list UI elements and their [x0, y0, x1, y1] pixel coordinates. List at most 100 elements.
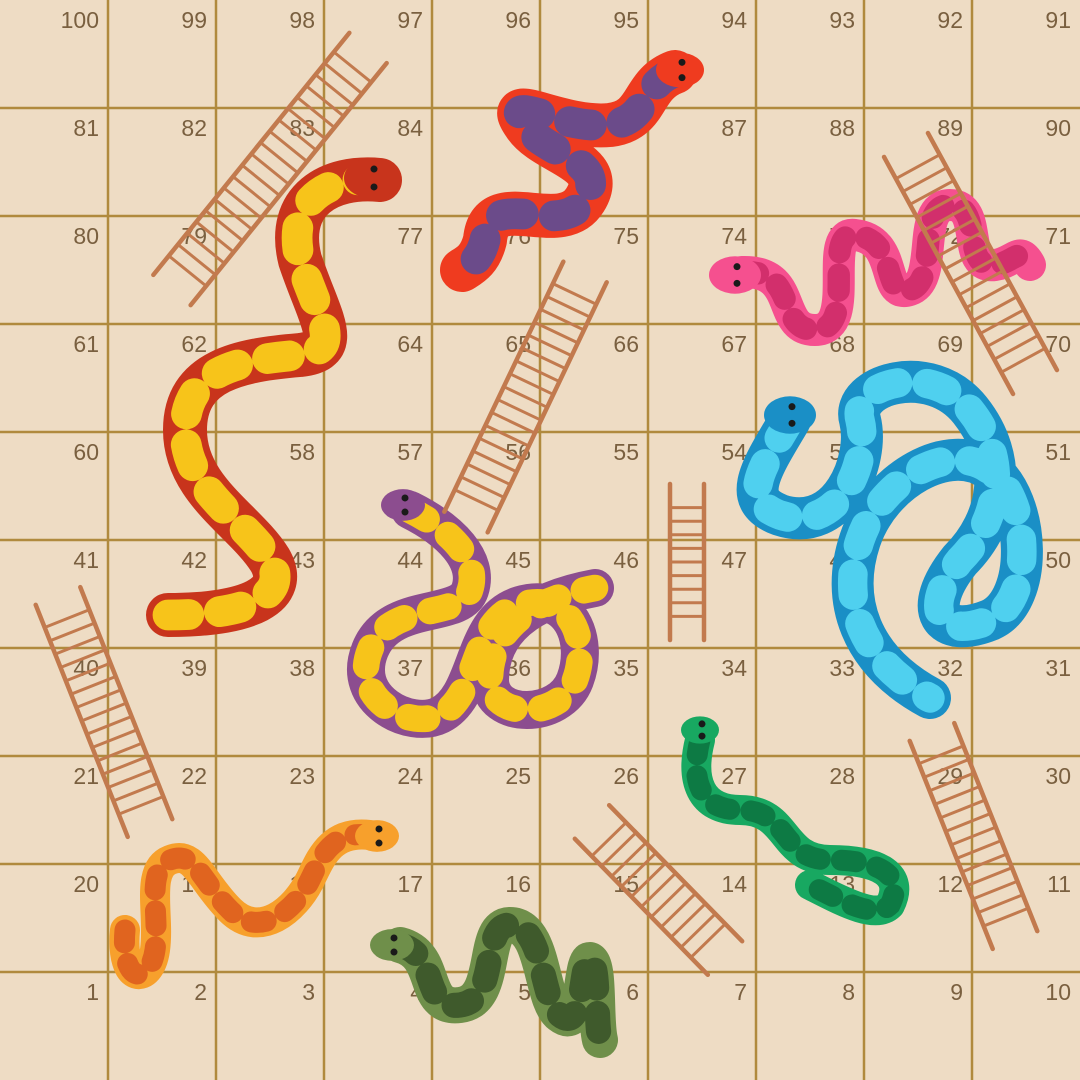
snake-pattern [387, 912, 613, 1053]
cell-number: 99 [181, 7, 207, 33]
ladder-rung [112, 781, 159, 803]
ladder-rung [610, 841, 647, 878]
cell-number: 57 [397, 439, 423, 465]
ladder-rung [916, 192, 962, 219]
ladder-rung [186, 231, 226, 265]
ladder-rung [259, 141, 299, 174]
ladder-rail [925, 130, 1060, 373]
snake-head [681, 716, 719, 744]
snake-pattern [152, 163, 396, 631]
ladder-rung [107, 768, 154, 789]
snake-pattern [113, 824, 381, 985]
ladder-rung [951, 256, 997, 284]
cell-number: 45 [505, 547, 531, 573]
ladder-rung [515, 359, 561, 383]
ladder-rung [630, 862, 667, 898]
ladder-rung [102, 755, 149, 776]
cell-number: 41 [73, 547, 99, 573]
ladder [151, 30, 389, 308]
snake-pattern [730, 193, 1042, 342]
snake-head [370, 929, 414, 961]
cell-number: 7 [734, 979, 747, 1005]
ladder-rung [929, 771, 975, 793]
cell-number: 97 [397, 7, 423, 33]
blue-snake [736, 360, 1043, 719]
cell-number: 69 [937, 331, 963, 357]
cell-number: 44 [397, 547, 423, 573]
cell-number: 71 [1045, 223, 1071, 249]
cell-number: 88 [829, 115, 855, 141]
ladder-rung [930, 217, 976, 245]
ladder-rung [177, 243, 217, 276]
cell-number: 51 [1045, 439, 1071, 465]
snake-eye [390, 948, 398, 956]
snake-head [709, 256, 761, 294]
cell-number: 31 [1045, 655, 1071, 681]
ladder-rung [620, 851, 657, 888]
snake-pattern [446, 56, 691, 286]
cell-number: 91 [1045, 7, 1071, 33]
ladder-rung [939, 798, 986, 820]
cell-number: 23 [289, 763, 315, 789]
ladder-rung [59, 648, 106, 669]
ladder-rung [81, 701, 127, 723]
snakes-layer [109, 50, 1046, 1058]
snake-head [656, 52, 704, 88]
cell-number: 9 [950, 979, 963, 1005]
cell-number: 87 [721, 115, 747, 141]
orange-snake [109, 819, 399, 989]
snake-eye [375, 825, 383, 833]
ladder-rung [296, 96, 336, 129]
ladder-rung [305, 84, 345, 118]
cell-number: 8 [842, 979, 855, 1005]
ladder-rung [966, 866, 1013, 887]
snake-eye [788, 403, 796, 411]
cell-number: 21 [73, 763, 99, 789]
ladder-rung [918, 744, 964, 766]
cell-number: 54 [721, 439, 747, 465]
ladder-rung [91, 728, 138, 749]
snake-eye [733, 263, 741, 271]
ladder-rung [195, 220, 235, 254]
cell-number: 11 [1047, 871, 1071, 897]
ladder-rung [521, 346, 567, 371]
cell-number: 14 [721, 871, 747, 897]
cell-number: 96 [505, 7, 531, 33]
ladder-rung [44, 608, 90, 629]
cell-number: 62 [181, 331, 207, 357]
ladder-rung [277, 118, 318, 152]
cell-number: 55 [613, 439, 639, 465]
ladders-layer [33, 30, 1060, 978]
ladder-rung [972, 879, 1018, 901]
cell-number: 30 [1045, 763, 1071, 789]
cell-number: 92 [937, 7, 963, 33]
cell-number: 98 [289, 7, 315, 33]
cell-number: 84 [397, 115, 423, 141]
snake-eye [678, 74, 686, 82]
cell-number: 32 [937, 655, 963, 681]
ladder-rung [539, 308, 585, 332]
ladder-rung [977, 893, 1024, 914]
cell-number: 94 [721, 7, 747, 33]
ladder-rung [314, 73, 354, 107]
snake-head [344, 157, 400, 199]
ladder-rail [881, 154, 1016, 397]
ladder-rung [454, 488, 499, 512]
cell-number: 28 [829, 763, 855, 789]
cell-number: 20 [73, 871, 99, 897]
ladder-rung [478, 436, 524, 461]
cell-number: 22 [181, 763, 207, 789]
cell-number: 61 [73, 331, 99, 357]
ladder-rung [241, 164, 281, 197]
snake-head [355, 820, 399, 852]
ladder-rung [965, 282, 1011, 310]
cell-number: 26 [613, 763, 639, 789]
ladder-rung [546, 295, 591, 319]
cell-number: 74 [721, 223, 747, 249]
snake-eye [370, 165, 378, 173]
cell-number: 95 [613, 7, 639, 33]
olive-spotted-snake [370, 907, 618, 1058]
ladder-rung [956, 839, 1002, 860]
cell-number: 16 [505, 871, 531, 897]
